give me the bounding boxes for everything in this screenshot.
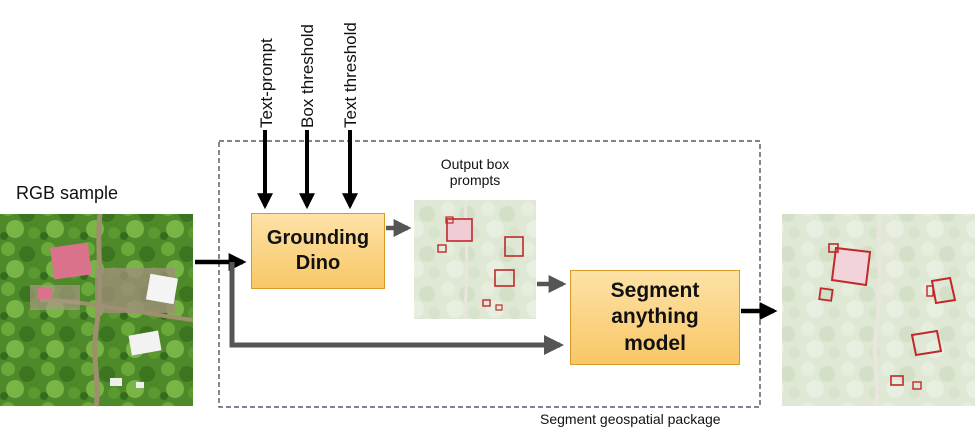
text-prompt-label: Text-prompt <box>257 38 276 128</box>
segment-anything-box: Segment anything model <box>570 270 740 365</box>
output-box-prompts-image <box>414 199 536 320</box>
segment-anything-line3: model <box>624 331 686 355</box>
segmentation-output-image <box>782 213 975 407</box>
rgb-sample-image <box>0 213 194 407</box>
grounding-dino-box: Grounding Dino <box>251 213 385 289</box>
building-roof <box>49 242 93 280</box>
detection-box <box>446 218 473 242</box>
segment-anything-line2: anything <box>611 305 699 329</box>
package-label: Segment geospatial package <box>540 411 721 427</box>
output-box-prompts-line1: Output box <box>440 156 510 172</box>
segment-anything-line1: Segment <box>610 279 700 303</box>
rgb-to-sam-arrow <box>229 262 564 355</box>
output-box-prompts-label: Output box prompts <box>412 156 538 188</box>
segmentation-mask <box>830 246 872 287</box>
package-boundary <box>218 140 761 408</box>
output-box-prompts-line2: prompts <box>449 172 501 188</box>
box-threshold-label: Box threshold <box>298 24 317 128</box>
grounding-dino-line1: Grounding <box>266 227 370 249</box>
grounding-dino-line2: Dino <box>295 252 341 274</box>
text-threshold-label: Text threshold <box>341 22 360 128</box>
rgb-sample-label: RGB sample <box>16 183 119 203</box>
